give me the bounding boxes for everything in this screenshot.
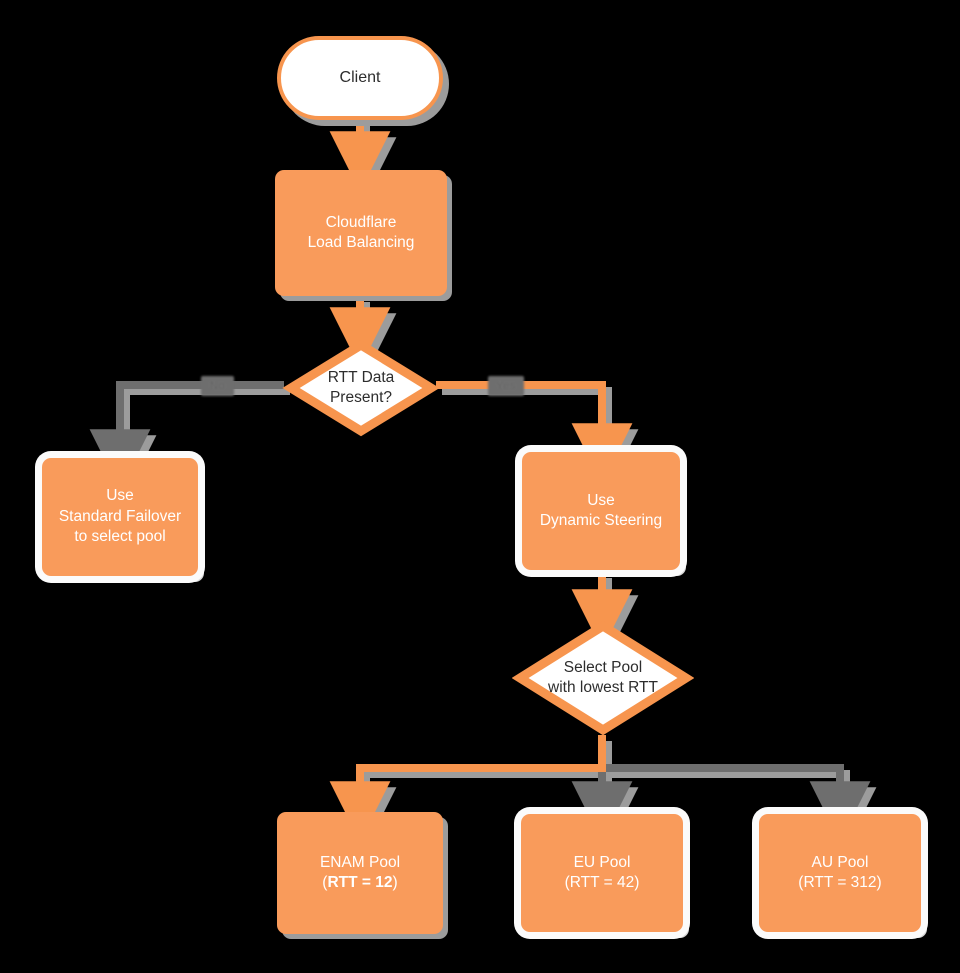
node-standard-failover-line3: to select pool [74,528,166,546]
edge-select-pool-to-au-pool [602,764,871,843]
node-select-pool[interactable]: Select Pool with lowest RTT [512,618,694,738]
node-au-pool-label: AU Pool (RTT = 312) [798,853,881,894]
node-rtt-decision-line1: RTT Data [327,368,395,386]
node-enam-pool-line1: ENAM Pool [319,853,401,871]
node-rtt-decision-line2: Present? [329,389,393,406]
node-au-pool[interactable]: AU Pool (RTT = 312) [759,814,921,932]
node-enam-pool-paren-open: ( [322,874,328,891]
select-pool-shape [512,620,694,736]
node-rtt-decision[interactable]: RTT Data Present? [282,336,440,440]
node-client-label: Client [339,69,381,87]
node-load-balancing-line1: Cloudflare [325,213,397,231]
node-enam-pool-paren-close: ) [392,874,398,891]
node-enam-pool-rtt-value: RTT = 12 [327,874,393,891]
node-rtt-decision-label: RTT Data Present? [328,368,395,408]
node-enam-pool-label: ENAM Pool (RTT = 12) [320,853,400,894]
node-enam-pool[interactable]: ENAM Pool (RTT = 12) [277,812,443,934]
edge-label-yes-text: Yes [496,380,516,392]
node-select-pool-label: Select Pool with lowest RTT [548,658,658,698]
node-client[interactable]: Client [277,36,443,120]
node-select-pool-line2: with lowest RTT [548,679,658,696]
node-standard-failover[interactable]: Use Standard Failover to select pool [42,458,198,576]
edge-select-pool-to-enam-pool [329,735,606,843]
node-au-pool-line1: AU Pool [811,853,869,871]
node-standard-failover-label: Use Standard Failover to select pool [59,486,181,547]
rtt-decision-shape [282,339,440,437]
node-load-balancing[interactable]: Cloudflare Load Balancing [275,170,447,296]
node-standard-failover-line1: Use [106,487,134,505]
node-dynamic-steering-line2: Dynamic Steering [539,512,663,529]
node-dynamic-steering[interactable]: Use Dynamic Steering [522,452,680,570]
node-eu-pool-line1: EU Pool [573,853,631,871]
node-load-balancing-line2: Load Balancing [307,234,415,251]
edge-label-no-text: No [209,380,226,392]
edge-label-no: No [201,376,234,396]
node-standard-failover-line2: Standard Failover [58,507,182,525]
node-dynamic-steering-line1: Use [587,491,615,509]
edge-label-yes: Yes [488,376,524,396]
node-eu-pool[interactable]: EU Pool (RTT = 42) [521,814,683,932]
node-eu-pool-label: EU Pool (RTT = 42) [565,853,640,894]
node-au-pool-line2: (RTT = 312) [798,874,882,891]
node-eu-pool-line2: (RTT = 42) [564,874,640,891]
node-dynamic-steering-label: Use Dynamic Steering [540,491,662,532]
node-enam-pool-line2: (RTT = 12) [320,873,400,893]
node-load-balancing-label: Cloudflare Load Balancing [308,213,415,254]
node-select-pool-line1: Select Pool [563,658,643,676]
